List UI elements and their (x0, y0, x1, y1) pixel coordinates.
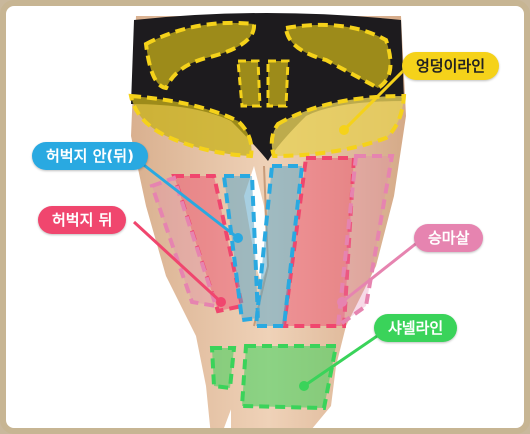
inner-thigh-back-zone (221, 164, 305, 328)
body-zones-illustration (128, 13, 419, 428)
label-buttock-line: 엉덩이라인 (402, 52, 500, 80)
buttock-line-zone (128, 20, 407, 159)
label-calf-line: 샤넬라인 (374, 314, 458, 342)
leader-lines (132, 66, 419, 391)
back-thigh-zone (171, 156, 357, 328)
saddlebags-zone (149, 154, 395, 331)
label-saddlebags: 승마살 (414, 224, 484, 252)
label-inner-thigh-back: 허벅지 안(뒤) (32, 142, 148, 170)
label-back-thigh: 허벅지 뒤 (38, 206, 127, 234)
calf-line-zone (209, 344, 339, 411)
